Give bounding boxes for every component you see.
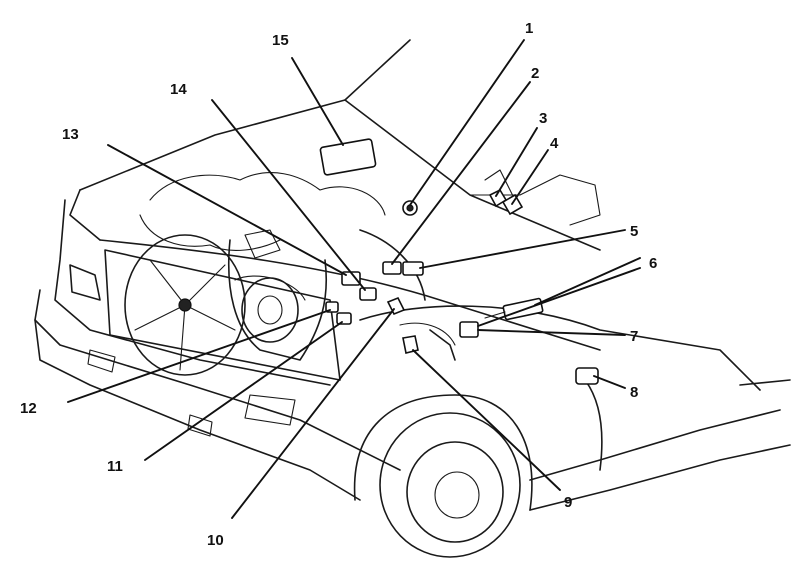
bumper-slot-left xyxy=(87,349,116,373)
leader-11 xyxy=(144,321,343,461)
left-headlight xyxy=(69,264,101,301)
leader-15 xyxy=(291,57,344,146)
leader-14 xyxy=(211,99,366,291)
callout-9: 9 xyxy=(564,494,572,511)
callout-11: 11 xyxy=(107,458,123,475)
bumper-slot-center xyxy=(187,414,213,437)
callout-6: 6 xyxy=(649,255,657,272)
callout-2: 2 xyxy=(531,65,539,82)
callout-10: 10 xyxy=(207,532,224,549)
leader-12 xyxy=(67,309,331,403)
sensor-2 xyxy=(382,261,402,275)
components xyxy=(319,138,599,385)
pulley xyxy=(241,277,299,343)
hood-front-edge xyxy=(99,239,601,351)
front-tire xyxy=(379,412,521,558)
bumper-top xyxy=(34,289,401,471)
hood-front-corner xyxy=(69,189,101,241)
wheel-hub xyxy=(434,471,480,519)
fan-hub xyxy=(178,298,192,312)
body-line-rear xyxy=(739,379,791,386)
callout-1: 1 xyxy=(525,20,533,37)
leader-2 xyxy=(391,81,531,265)
firewall-bracket xyxy=(359,229,426,301)
front-rim xyxy=(406,441,504,543)
leader-lines xyxy=(67,39,641,519)
rocker-panel-bottom xyxy=(529,444,791,511)
fan-blades xyxy=(134,259,236,371)
leader-10 xyxy=(231,308,395,519)
sensor-5 xyxy=(402,261,424,276)
cowl-harness xyxy=(484,169,516,201)
rocker-panel-top xyxy=(529,409,781,481)
oil-cap xyxy=(244,229,281,259)
leader-5 xyxy=(419,229,626,269)
door-edge xyxy=(584,379,603,471)
callout-12: 12 xyxy=(20,400,37,417)
leader-13 xyxy=(107,144,347,276)
air-intake xyxy=(149,172,386,216)
bumper-bottom xyxy=(34,319,361,501)
callout-15: 15 xyxy=(272,32,289,49)
leader-4 xyxy=(511,149,549,205)
fender-inner xyxy=(429,329,456,361)
leader-6b xyxy=(477,267,641,327)
relay-7 xyxy=(459,321,479,338)
radiator-fan-housing xyxy=(124,234,246,376)
ecu-module xyxy=(319,138,377,176)
callout-3: 3 xyxy=(539,110,547,127)
sensor-10 xyxy=(386,296,406,316)
callout-7: 7 xyxy=(630,328,638,345)
callout-14: 14 xyxy=(170,81,187,98)
intake-hoses xyxy=(139,214,281,251)
sensor-8 xyxy=(575,367,599,385)
sensor-14 xyxy=(359,287,377,301)
callout-5: 5 xyxy=(630,223,638,240)
leader-3 xyxy=(495,127,538,197)
leader-9 xyxy=(412,349,561,491)
leader-1 xyxy=(409,39,525,206)
engine-bay xyxy=(124,169,516,376)
cowl-outline xyxy=(469,174,601,226)
bracket-front xyxy=(399,322,456,346)
sensor-11 xyxy=(336,312,352,325)
front-fascia xyxy=(54,199,331,386)
leader-6a xyxy=(534,257,641,306)
sensor-9 xyxy=(402,335,419,354)
fog-lamp xyxy=(244,394,296,426)
leader-7 xyxy=(477,329,626,336)
vehicle-body xyxy=(34,39,791,558)
callout-labels: 1 2 3 4 5 6 7 8 9 10 11 12 13 14 15 xyxy=(20,20,657,549)
engine-block xyxy=(227,239,328,361)
relay-6-wire xyxy=(484,311,506,319)
drive-belt xyxy=(234,275,306,301)
hood-edge-left xyxy=(79,39,411,191)
fender-top xyxy=(359,305,761,391)
callout-4: 4 xyxy=(550,135,559,152)
leader-8 xyxy=(593,375,626,389)
callout-8: 8 xyxy=(630,384,638,401)
wheel-arch xyxy=(353,394,533,511)
callout-13: 13 xyxy=(62,126,79,143)
pulley-center xyxy=(257,295,283,325)
